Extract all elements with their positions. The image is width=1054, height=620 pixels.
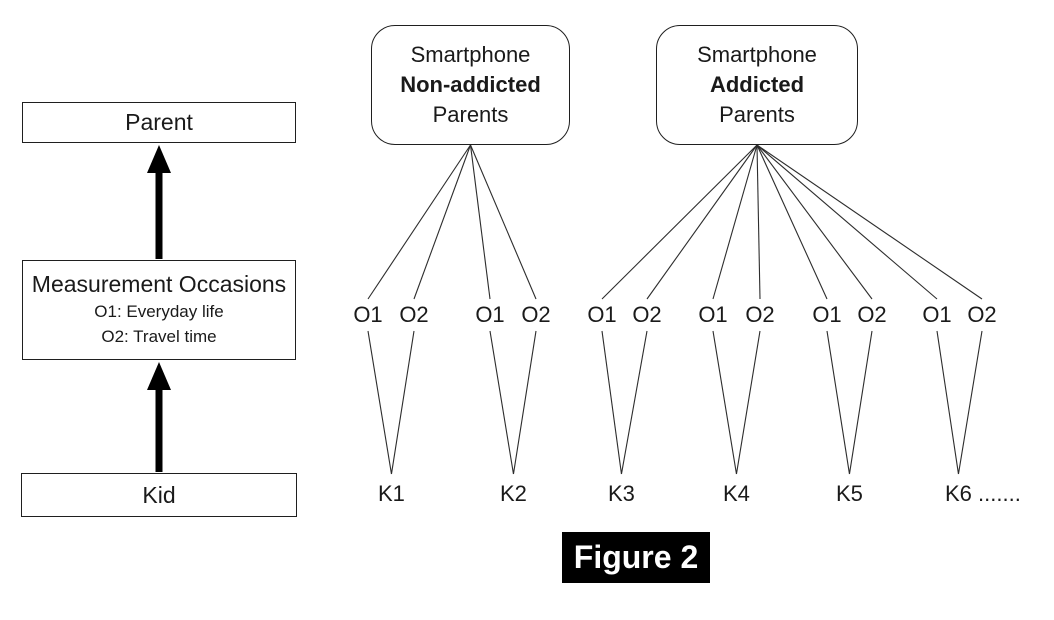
parent-box-label: Parent (125, 109, 193, 135)
up-arrow-kid-to-measurement (147, 362, 171, 472)
kid-label-text: K5 (836, 481, 863, 506)
kid-label-k1: K1 (378, 480, 405, 508)
occasion-label-k5-o1: O1 (812, 302, 842, 327)
kid-label-text: K6 (945, 481, 972, 506)
occasion-definition-everyday-life: O1: Everyday life (94, 302, 224, 321)
group-line-parents: Parents (432, 102, 509, 127)
group-line-smartphone: Smartphone (410, 42, 531, 67)
occasion-label-k6-o1: O1 (922, 302, 952, 327)
figure-caption-label: Figure 2 (573, 539, 699, 575)
occasion-label-k4-o2: O2 (745, 302, 775, 327)
kid-label-text: K2 (500, 481, 527, 506)
kid-label-k2: K2 (500, 480, 527, 508)
parent-box: Parent (22, 102, 296, 143)
occasion-label-k2-o1: O1 (475, 302, 505, 327)
occasion-label-k4-o1: O1 (698, 302, 728, 327)
kid-label-k5: K5 (836, 480, 863, 508)
kid-label-suffix: ....... (971, 481, 1021, 506)
group-box-addicted-parents: Smartphone Addicted Parents (656, 25, 858, 145)
kid-label-text: K3 (608, 481, 635, 506)
group-line-smartphone: Smartphone (697, 42, 817, 67)
kid-label-text: K1 (378, 481, 405, 506)
group-line-non-addicted: Non-addicted (400, 72, 541, 97)
measurement-occasions-box: Measurement Occasions O1: Everyday life … (22, 260, 296, 360)
occasion-label-k6-o2: O2 (967, 302, 997, 327)
kid-label-k6: K6 ....... (945, 480, 1021, 508)
occasion-label-k1-o1: O1 (353, 302, 383, 327)
kid-box: Kid (21, 473, 297, 517)
figure-caption-box: Figure 2 (562, 532, 710, 583)
group-box-non-addicted-parents: Smartphone Non-addicted Parents (371, 25, 570, 145)
measurement-occasions-title: Measurement Occasions (31, 271, 287, 297)
occasion-label-k5-o2: O2 (857, 302, 887, 327)
kid-label-text: K4 (723, 481, 750, 506)
up-arrow-measurement-to-parent (147, 145, 171, 259)
kid-label-k3: K3 (608, 480, 635, 508)
occasion-label-k1-o2: O2 (399, 302, 429, 327)
group-line-parents: Parents (719, 102, 795, 127)
group-line-addicted: Addicted (709, 72, 805, 97)
occasion-label-k3-o2: O2 (632, 302, 662, 327)
kid-box-label: Kid (142, 481, 176, 508)
occasion-definition-travel-time: O2: Travel time (101, 327, 217, 346)
kid-label-k4: K4 (723, 480, 750, 508)
occasion-label-k3-o1: O1 (587, 302, 617, 327)
occasion-label-k2-o2: O2 (521, 302, 551, 327)
